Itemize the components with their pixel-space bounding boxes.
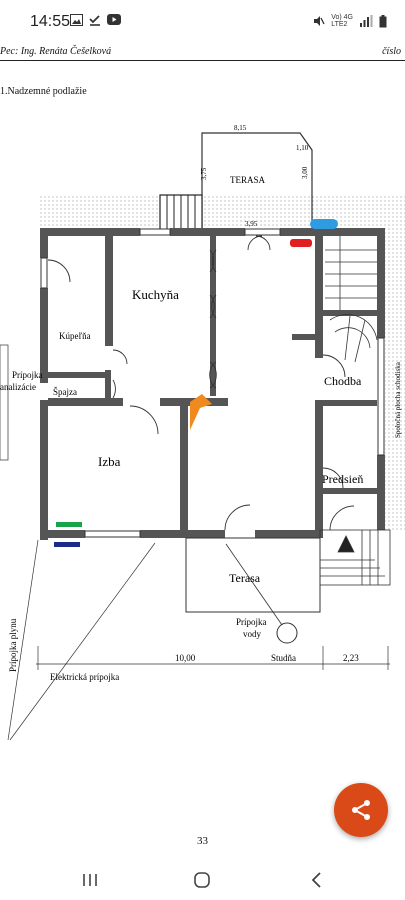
download-check-icon xyxy=(89,15,100,26)
electric-connection-label: Elektrická prípojka xyxy=(50,672,119,682)
recents-button[interactable] xyxy=(60,864,120,894)
staircase xyxy=(325,236,378,363)
garden-area xyxy=(40,195,405,230)
doors xyxy=(47,235,355,531)
lower-terrace xyxy=(185,537,321,613)
youtube-icon xyxy=(107,14,121,25)
marker-navy xyxy=(54,542,80,547)
bathroom-label: Kúpeľňa xyxy=(59,331,91,341)
dim-terrace-bottom: 3,95 xyxy=(245,220,258,228)
author-line: Pec: Ing. Renáta Češelková xyxy=(0,46,112,57)
document-header: Pec: Ing. Renáta Češelková číslo xyxy=(0,46,405,61)
dim-terrace-right: 3,00 xyxy=(301,166,309,179)
sewer-connection-label-2: analizácie xyxy=(0,382,36,392)
home-button[interactable] xyxy=(172,864,232,894)
back-icon xyxy=(311,872,321,888)
doc-number-label: číslo xyxy=(382,46,401,57)
upper-terrace: TERASA 8,15 3,75 3,00 3,95 1,10 xyxy=(200,124,313,230)
notification-icons xyxy=(70,14,121,26)
dimension-line xyxy=(36,646,390,670)
clock: 14:55 xyxy=(30,13,71,30)
utility-lines xyxy=(0,344,156,741)
back-button[interactable] xyxy=(286,864,346,894)
water-connection-label: Prípojka xyxy=(236,617,267,627)
hall-label: Chodba xyxy=(324,374,362,388)
well xyxy=(276,622,298,644)
entrance-stairs xyxy=(319,529,391,586)
dim-side-width: 2,23 xyxy=(343,653,359,663)
water-line xyxy=(225,543,283,626)
stair-note-label: Spoločná plocha schodiska xyxy=(394,361,402,438)
pantry-label: Špajza xyxy=(53,387,77,397)
marker-orange xyxy=(190,394,212,430)
dim-terrace-corner: 1,10 xyxy=(296,144,309,152)
section-title: 1.Nadzemné podlažie xyxy=(0,86,87,97)
sewer-connection-label: Prípojka xyxy=(12,370,43,380)
marker-green xyxy=(56,522,82,527)
well-label: Studňa xyxy=(271,653,296,663)
share-button[interactable] xyxy=(334,783,388,837)
room-label: Izba xyxy=(98,454,121,469)
outer-walls xyxy=(40,228,385,540)
terrace-steps xyxy=(159,194,203,231)
terrace-label: Terasa xyxy=(229,571,261,585)
home-icon xyxy=(194,872,210,888)
gallery-icon xyxy=(70,14,83,26)
water-connection-label-2: vody xyxy=(243,629,262,639)
share-icon xyxy=(352,800,370,820)
marker-red xyxy=(290,239,312,247)
windows xyxy=(40,228,385,538)
signal-icon xyxy=(360,15,373,27)
marker-blue xyxy=(310,219,338,229)
page-number: 33 xyxy=(197,835,208,847)
dim-terrace-top: 8,15 xyxy=(234,124,247,132)
upper-terrace-label: TERASA xyxy=(230,175,266,185)
dim-main-width: 10,00 xyxy=(175,653,196,663)
garden-area-right xyxy=(385,230,405,530)
kitchen-label: Kuchyňa xyxy=(132,287,179,302)
dim-terrace-left: 3,75 xyxy=(200,167,208,180)
entrance-label: Predsieň xyxy=(322,472,363,486)
mute-icon xyxy=(314,16,325,26)
gas-connection-label: Prípojka plynu xyxy=(8,618,18,672)
floor-plan: TERASA 8,15 3,75 3,00 3,95 1,10 xyxy=(0,124,405,741)
recents-icon xyxy=(83,874,97,886)
navigation-bar xyxy=(0,858,405,900)
battery-icon xyxy=(379,14,387,27)
